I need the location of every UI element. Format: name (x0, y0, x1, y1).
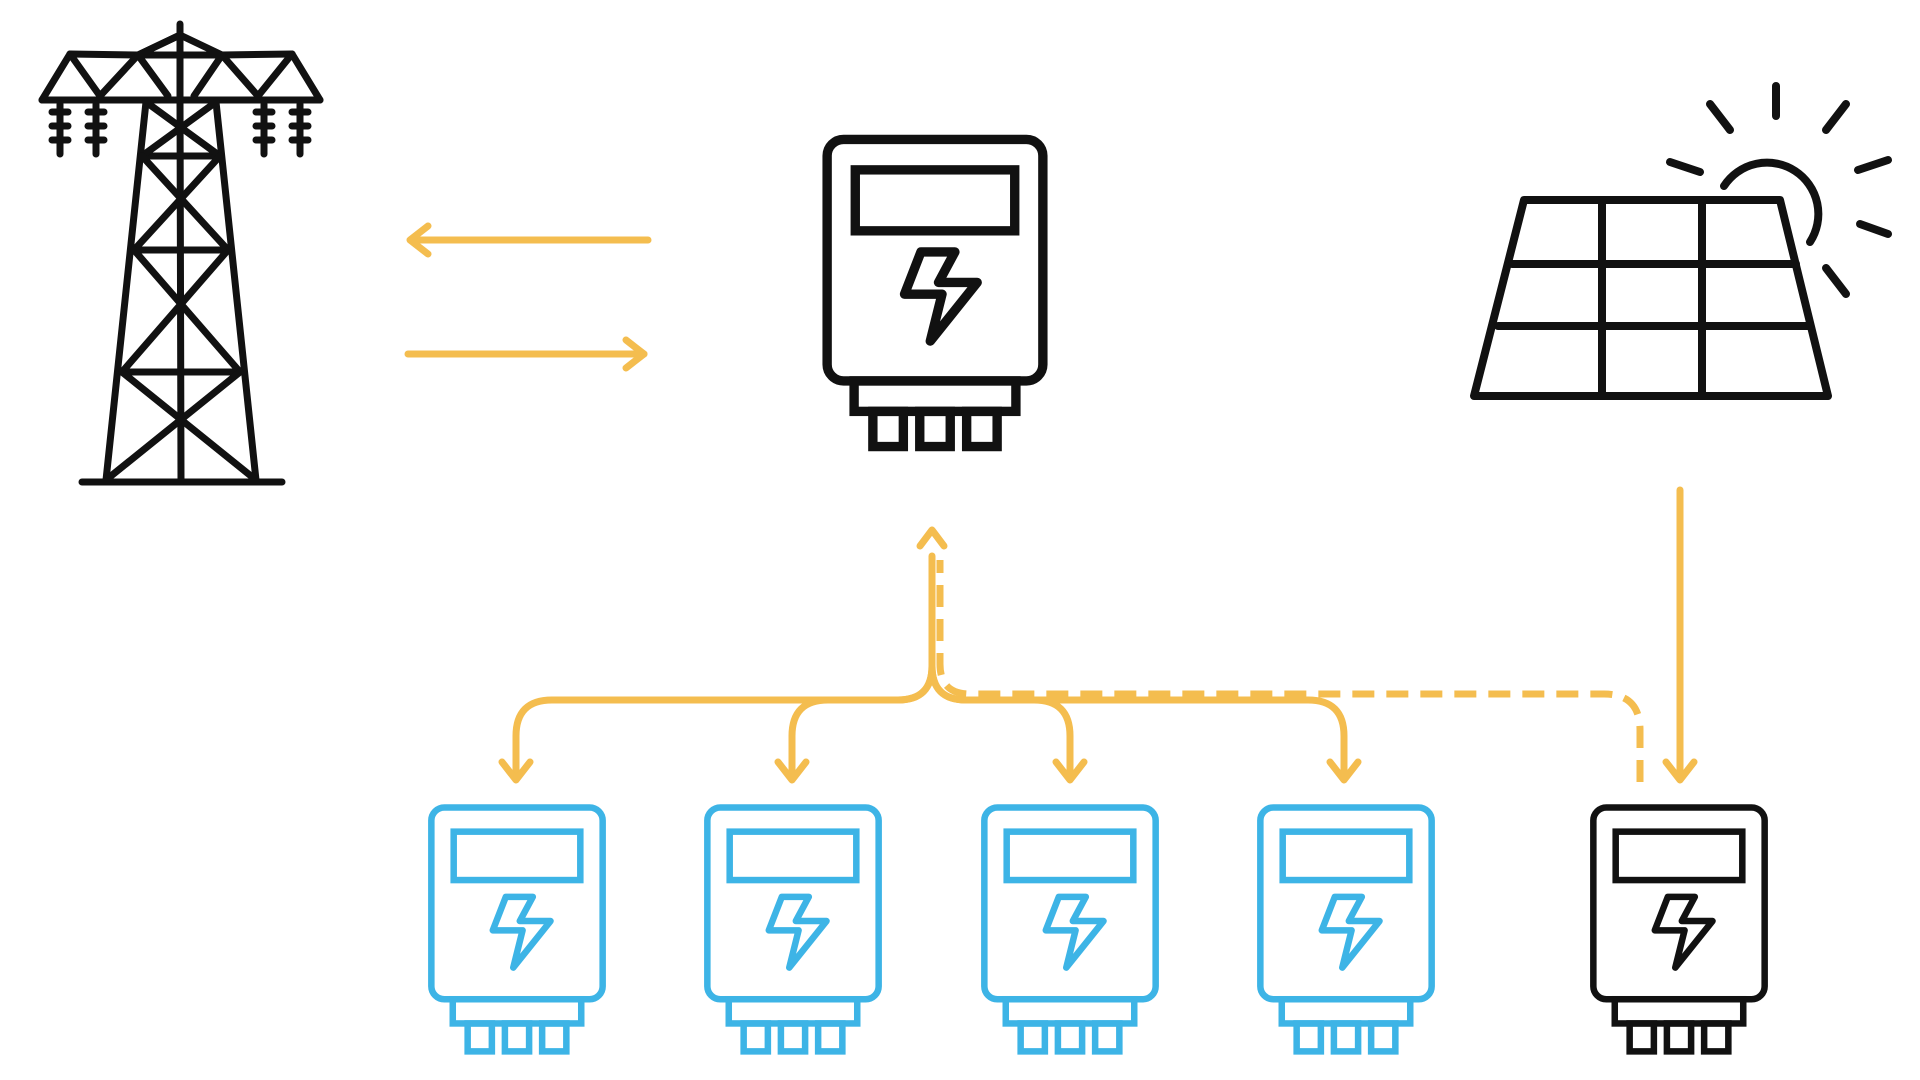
consumer-meter-icon (431, 807, 602, 1051)
surplus-return-dashed-flow (936, 560, 1644, 782)
consumer-meters (431, 807, 1431, 1051)
consumer-meter-icon (1260, 807, 1431, 1051)
grid-exchange-arrows (404, 222, 652, 372)
producer-meter-icon (1593, 807, 1764, 1051)
solar-to-meter-flow (1662, 486, 1698, 784)
consumer-meter-icon (984, 807, 1155, 1051)
solar-panel-with-sun-icon (1470, 82, 1892, 400)
transmission-tower-icon (38, 20, 324, 486)
distribution-flow (498, 526, 1362, 784)
main-meter-icon (827, 139, 1043, 446)
consumer-meter-icon (707, 807, 878, 1051)
arrow-to-grid (406, 222, 652, 258)
arrow-from-grid (404, 336, 648, 372)
